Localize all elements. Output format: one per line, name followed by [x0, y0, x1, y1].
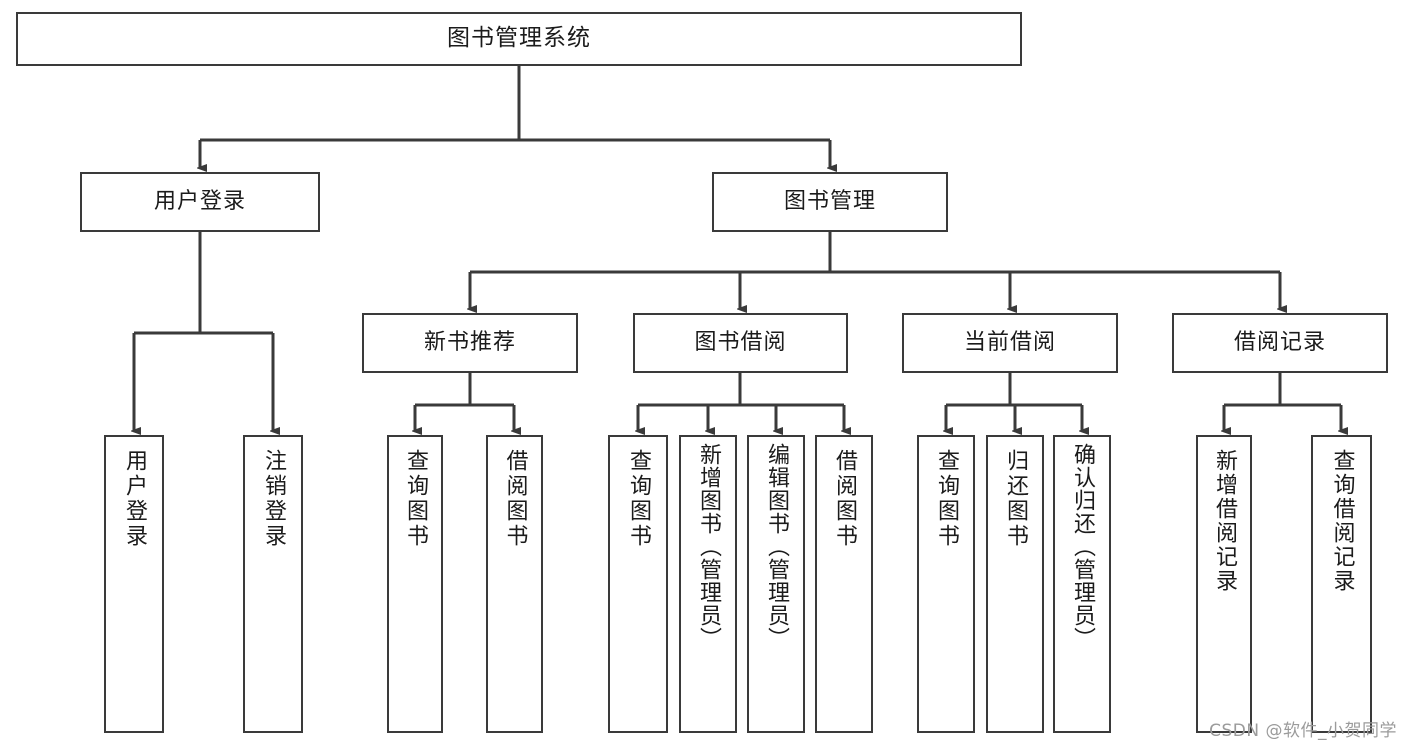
node-borrow-record-label: 借阅记录	[1233, 330, 1326, 356]
node-leaf-borrow-book-1-label: 借阅图书	[502, 449, 528, 549]
node-root-label: 图书管理系统	[447, 25, 591, 52]
node-book-borrow-label: 图书借阅	[694, 330, 787, 356]
node-leaf-confirm-return[interactable]: 确认归还（管理员）	[1053, 435, 1111, 733]
node-user-login[interactable]: 用户登录	[80, 172, 320, 232]
node-leaf-add-book[interactable]: 新增图书（管理员）	[679, 435, 737, 733]
node-leaf-query-book-3[interactable]: 查询图书	[917, 435, 975, 733]
node-leaf-edit-book[interactable]: 编辑图书（管理员）	[747, 435, 805, 733]
node-root[interactable]: 图书管理系统	[16, 12, 1022, 66]
node-current-borrow[interactable]: 当前借阅	[902, 313, 1118, 373]
node-leaf-borrow-book-1[interactable]: 借阅图书	[486, 435, 543, 733]
node-leaf-return-book-label: 归还图书	[1003, 449, 1028, 549]
node-leaf-user-login-label: 用户登录	[122, 449, 147, 549]
node-leaf-query-book-2[interactable]: 查询图书	[608, 435, 668, 733]
node-leaf-add-book-label: 新增图书（管理员）	[696, 443, 721, 650]
node-borrow-record[interactable]: 借阅记录	[1172, 313, 1388, 373]
node-leaf-user-login[interactable]: 用户登录	[104, 435, 164, 733]
node-leaf-add-record-label: 新增借阅记录	[1212, 449, 1237, 593]
node-new-book-recommend[interactable]: 新书推荐	[362, 313, 578, 373]
node-leaf-query-book-2-label: 查询图书	[626, 449, 651, 549]
node-leaf-query-book-1[interactable]: 查询图书	[387, 435, 443, 733]
node-leaf-return-book[interactable]: 归还图书	[986, 435, 1044, 733]
node-new-book-recommend-label: 新书推荐	[423, 330, 516, 356]
node-leaf-query-book-1-label: 查询图书	[403, 449, 428, 549]
node-leaf-edit-book-label: 编辑图书（管理员）	[764, 443, 789, 650]
node-book-manage-label: 图书管理	[783, 189, 876, 215]
node-leaf-borrow-book-2[interactable]: 借阅图书	[815, 435, 873, 733]
node-leaf-logout-label: 注销登录	[261, 449, 286, 549]
node-leaf-query-book-3-label: 查询图书	[934, 449, 959, 549]
node-leaf-query-record[interactable]: 查询借阅记录	[1311, 435, 1372, 733]
node-current-borrow-label: 当前借阅	[963, 330, 1056, 356]
node-user-login-label: 用户登录	[153, 189, 246, 215]
watermark-text: CSDN @软件_小贺同学	[1209, 721, 1397, 741]
node-leaf-query-record-label: 查询借阅记录	[1329, 449, 1355, 593]
node-leaf-confirm-return-label: 确认归还（管理员）	[1070, 443, 1095, 650]
node-book-manage[interactable]: 图书管理	[712, 172, 948, 232]
node-book-borrow[interactable]: 图书借阅	[633, 313, 848, 373]
node-leaf-logout[interactable]: 注销登录	[243, 435, 303, 733]
node-leaf-borrow-book-2-label: 借阅图书	[832, 449, 857, 549]
node-leaf-add-record[interactable]: 新增借阅记录	[1196, 435, 1252, 733]
